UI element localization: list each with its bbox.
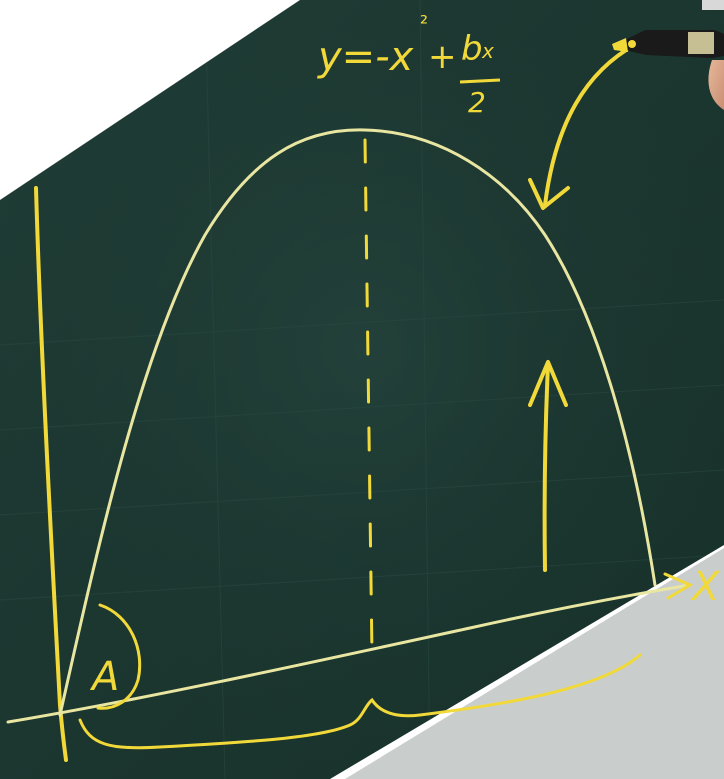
sleeve-edge	[702, 0, 724, 10]
equation-plus: +	[428, 37, 457, 77]
x-axis-label: X	[690, 564, 721, 610]
equation-fraction-bar	[459, 78, 501, 84]
y-axis-line	[34, 186, 68, 762]
bottom-brace	[78, 653, 642, 750]
curved-arrow	[528, 40, 642, 210]
axes	[6, 186, 694, 762]
equation-left-text: y=-x	[317, 34, 414, 80]
lower-overlay-panel	[345, 548, 724, 779]
region-a-label: A	[89, 603, 142, 710]
symmetry-dashed-line	[363, 138, 374, 657]
marker-pen	[612, 30, 724, 58]
up-arrow	[528, 360, 568, 572]
x-axis-line	[6, 583, 692, 724]
parabola-curve	[58, 128, 657, 717]
equation-fraction-x: x	[481, 39, 494, 63]
hand	[708, 60, 724, 110]
equation: y=-x ² + b x 2	[317, 11, 501, 119]
equation-exponent: ²	[420, 11, 428, 35]
equation-fraction-denominator: 2	[468, 86, 486, 119]
x-axis-arrowhead	[663, 572, 694, 600]
equation-fraction-b: b	[461, 29, 483, 69]
region-letter-a: A	[89, 654, 119, 700]
